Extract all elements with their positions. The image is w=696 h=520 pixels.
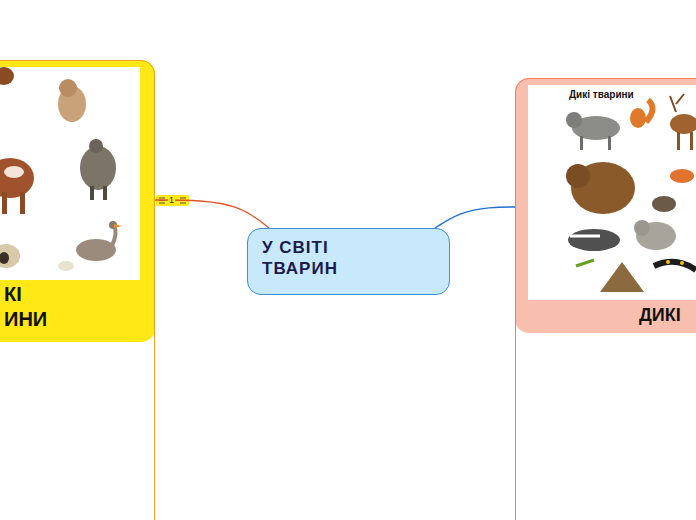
panel-fill	[0, 60, 155, 342]
topic-text: КІ ИНИ	[4, 282, 56, 332]
branch-line	[435, 207, 515, 228]
picture-ground	[0, 67, 140, 280]
picture-title: Дикі тварини	[568, 89, 635, 101]
topic-box: КІ ИНИ	[0, 60, 155, 520]
picture-ground	[528, 85, 696, 300]
topic-text: У СВІТІ ТВАРИН	[262, 237, 372, 280]
count-number: 1	[168, 195, 175, 206]
wild-animals	[566, 94, 696, 292]
topic-box: У СВІТІ ТВАРИН	[247, 228, 450, 295]
topic-text: ДИКІ	[639, 304, 696, 327]
domestic-animals	[0, 67, 122, 271]
panel-fill	[515, 78, 696, 333]
topic-box: ДИКІ	[515, 78, 696, 520]
